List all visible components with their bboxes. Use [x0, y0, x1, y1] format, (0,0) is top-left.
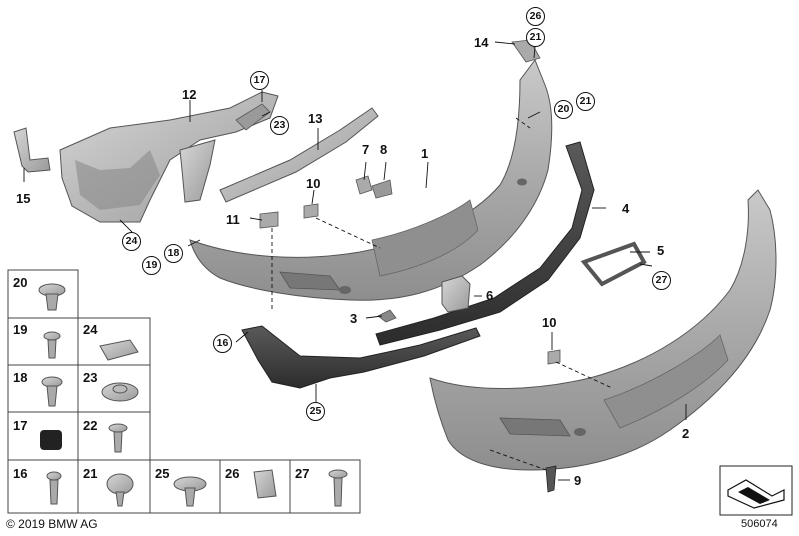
diagram-id: 506074 — [741, 518, 778, 530]
trim-strip-4 — [375, 141, 595, 346]
legend-num-20: 20 — [13, 275, 28, 290]
callout-19[interactable]: 19 — [142, 256, 161, 275]
legend-num-18: 18 — [13, 370, 28, 385]
bracket-7-8 — [355, 175, 393, 199]
fastener-icons — [38, 283, 348, 507]
bracket-9 — [545, 465, 557, 493]
callout-27[interactable]: 27 — [652, 271, 671, 290]
legend-num-17: 17 — [13, 418, 28, 433]
callout-18[interactable]: 18 — [164, 244, 183, 263]
callout-4[interactable]: 4 — [622, 201, 630, 216]
legend-num-26: 26 — [225, 466, 240, 481]
callout-7[interactable]: 7 — [362, 142, 370, 157]
copyright-text: © 2019 BMW AG — [6, 517, 98, 531]
callout-13[interactable]: 13 — [308, 111, 323, 126]
legend-num-21: 21 — [83, 466, 98, 481]
view-symbol-icon — [719, 465, 793, 516]
callout-24[interactable]: 24 — [122, 232, 141, 251]
callout-8[interactable]: 8 — [380, 142, 388, 157]
bumper-carrier — [59, 91, 279, 223]
legend-num-19: 19 — [13, 322, 28, 337]
frame-5 — [580, 241, 647, 287]
parts-legend-table — [7, 269, 361, 514]
rear-bumper-2 — [429, 189, 777, 471]
cover-6 — [441, 275, 471, 313]
callout-17[interactable]: 17 — [250, 71, 269, 90]
dashed-leaders — [271, 117, 613, 471]
lower-spoiler-25 — [241, 325, 481, 389]
callout-1[interactable]: 1 — [421, 146, 429, 161]
legend-num-27: 27 — [295, 466, 310, 481]
guide-strip-13 — [219, 107, 379, 203]
callout-3[interactable]: 3 — [350, 311, 358, 326]
callout-21-lower[interactable]: 21 — [576, 92, 595, 111]
clip-3 — [377, 309, 397, 323]
callout-6[interactable]: 6 — [486, 288, 494, 303]
callout-5[interactable]: 5 — [657, 243, 665, 258]
legend-num-16: 16 — [13, 466, 28, 481]
legend-num-24: 24 — [83, 322, 98, 337]
callout-14[interactable]: 14 — [474, 35, 489, 50]
legend-num-23: 23 — [83, 370, 98, 385]
legend-num-25: 25 — [155, 466, 170, 481]
callout-20[interactable]: 20 — [554, 100, 573, 119]
callout-21-upper[interactable]: 21 — [526, 28, 545, 47]
callout-16[interactable]: 16 — [213, 334, 232, 353]
callout-10-rear[interactable]: 10 — [542, 315, 557, 330]
legend-num-22: 22 — [83, 418, 98, 433]
callout-15[interactable]: 15 — [16, 191, 31, 206]
callout-2[interactable]: 2 — [682, 426, 690, 441]
callout-12[interactable]: 12 — [182, 87, 197, 102]
clip-10-11 — [259, 203, 561, 365]
front-bumper-1 — [189, 58, 553, 301]
callout-9[interactable]: 9 — [574, 473, 582, 488]
callout-10-front[interactable]: 10 — [306, 176, 321, 191]
callout-23[interactable]: 23 — [270, 116, 289, 135]
bracket-15 — [13, 127, 51, 173]
callout-25[interactable]: 25 — [306, 402, 325, 421]
callout-11[interactable]: 11 — [226, 212, 240, 227]
leader-lines — [23, 35, 687, 481]
callout-26[interactable]: 26 — [526, 7, 545, 26]
